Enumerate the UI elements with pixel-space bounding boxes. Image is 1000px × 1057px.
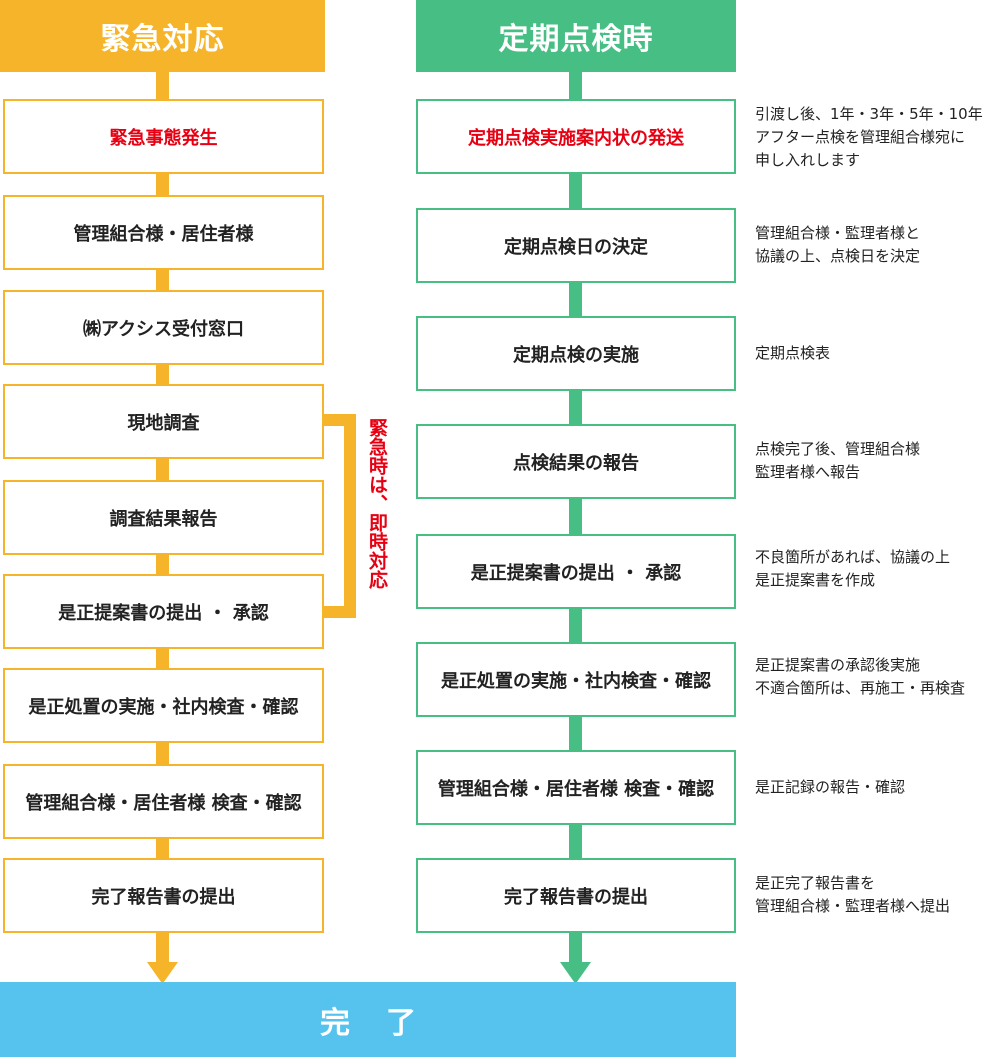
periodic-step-2: 定期点検日の決定 [416, 208, 736, 283]
periodic-step-3: 定期点検の実施 [416, 316, 736, 391]
periodic-note-7: 是正記録の報告・確認 [755, 778, 906, 796]
periodic-step-8: 完了報告書の提出 [416, 858, 736, 933]
emergency-step-7: 是正処置の実施・社内検査・確認 [3, 668, 324, 743]
emergency-step-9: 完了報告書の提出 [3, 858, 324, 933]
periodic-step-6: 是正処置の実施・社内検査・確認 [416, 642, 736, 717]
complete-bar: 完了 [0, 982, 736, 1057]
periodic-step-7: 管理組合様・居住者様 検査・確認 [416, 750, 736, 825]
emergency-step-8: 管理組合様・居住者様 検査・確認 [3, 764, 324, 839]
periodic-note-5: 不良箇所があれば、協議の上 是正提案書を作成 [755, 548, 951, 589]
periodic-flow-line [569, 72, 582, 962]
emergency-step-2: 管理組合様・居住者様 [3, 195, 324, 270]
shortcut-label: 緊急時は、即時対応 [366, 418, 388, 589]
periodic-note-1: 引渡し後、1年・3年・5年・10年 アフター点検を管理組合様宛に 申し入れします [755, 105, 983, 169]
shortcut-connector [314, 414, 356, 618]
emergency-header: 緊急対応 [0, 0, 325, 72]
periodic-step-1: 定期点検実施案内状の発送 [416, 99, 736, 174]
periodic-note-4: 点検完了後、管理組合様 監理者様へ報告 [755, 440, 921, 481]
emergency-arrowhead [147, 962, 178, 984]
periodic-note-2: 管理組合様・監理者様と 協議の上、点検日を決定 [755, 224, 921, 265]
periodic-header: 定期点検時 [416, 0, 736, 72]
emergency-step-1: 緊急事態発生 [3, 99, 324, 174]
emergency-step-4: 現地調査 [3, 384, 324, 459]
periodic-step-4: 点検結果の報告 [416, 424, 736, 499]
periodic-note-3: 定期点検表 [755, 344, 831, 362]
periodic-note-6: 是正提案書の承認後実施 不適合箇所は、再施工・再検査 [755, 656, 966, 697]
emergency-step-6: 是正提案書の提出 ・ 承認 [3, 574, 324, 649]
emergency-step-5: 調査結果報告 [3, 480, 324, 555]
emergency-step-3: ㈱アクシス受付窓口 [3, 290, 324, 365]
periodic-arrowhead [560, 962, 591, 984]
periodic-note-8: 是正完了報告書を 管理組合様・監理者様へ提出 [755, 874, 951, 915]
periodic-step-5: 是正提案書の提出 ・ 承認 [416, 534, 736, 609]
